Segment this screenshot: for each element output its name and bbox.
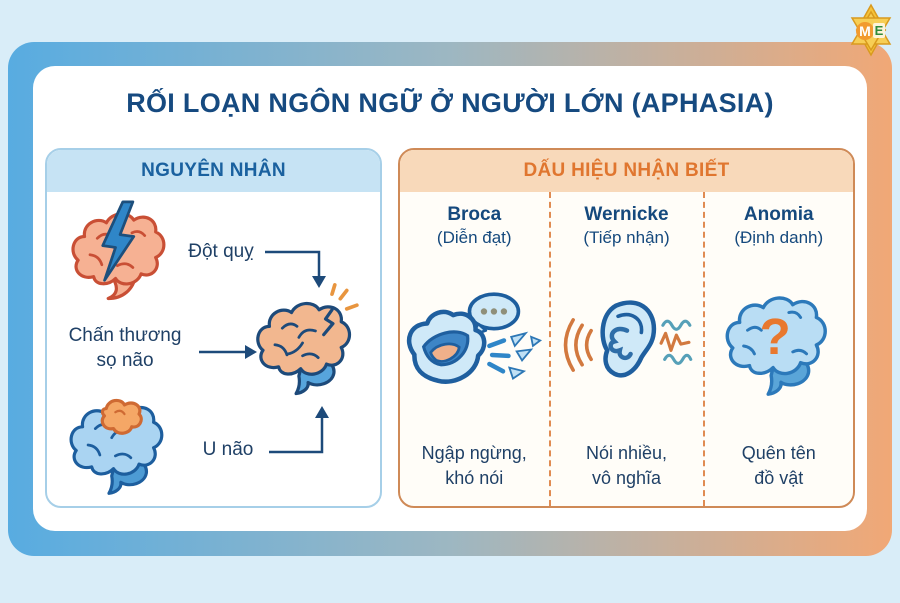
- sign-description: Quên tên đồ vật: [741, 443, 816, 488]
- cause-arrows: [199, 250, 329, 454]
- sign-column-broca: Broca (Diễn đạt): [400, 192, 549, 506]
- damaged-brain-icon: [256, 283, 359, 396]
- sign-name: Anomia: [743, 204, 814, 225]
- tongue: [429, 342, 461, 363]
- lightning-bolt-icon: [101, 200, 136, 282]
- sound-waves-left: [563, 317, 593, 372]
- arrow-stroke-to-brain: [265, 250, 321, 276]
- brain-tumor-icon: [69, 398, 164, 495]
- logo-circle: [856, 22, 874, 40]
- tumor-blob: [100, 398, 143, 435]
- sign-icon-wrap: [406, 248, 543, 441]
- causes-panel: NGUYÊN NHÂN Đột quỵ: [45, 148, 382, 508]
- crack-mark: [322, 308, 335, 337]
- open-mouth: [407, 309, 487, 384]
- sign-name: Wernicke: [584, 204, 669, 225]
- logo-letter-m: M: [859, 23, 871, 39]
- brand-star-logo: M E: [850, 3, 892, 57]
- brain-lightning-icon: [71, 200, 166, 301]
- question-mark: ?: [759, 308, 790, 365]
- cause-label-tumor: U não: [202, 439, 254, 460]
- brain-question-icon: ?: [725, 296, 827, 396]
- content-card: RỐI LOẠN NGÔN NGỮ Ở NGƯỜI LỚN (APHASIA) …: [33, 66, 867, 531]
- sign-subtitle: (Định danh): [734, 228, 824, 247]
- sign-name: Broca: [447, 204, 502, 225]
- arrow-tumor-to-brain: [269, 418, 324, 454]
- sign-icon-wrap: ?: [720, 248, 838, 441]
- sign-description: Nói nhiều, vô nghĩa: [585, 443, 668, 488]
- sign-icon-wrap: [557, 248, 697, 441]
- causes-panel-header: NGUYÊN NHÂN: [47, 150, 380, 192]
- impact-sparks: [330, 283, 359, 311]
- cause-label-stroke: Đột quỵ: [188, 241, 254, 262]
- sign-description: Ngập ngừng, khó nói: [421, 443, 527, 488]
- sign-column-wernicke: Wernicke (Tiếp nhận): [548, 192, 703, 506]
- sign-column-anomia: Anomia (Định danh) ? Quên tên đồ vật: [702, 192, 854, 506]
- panels-row: NGUYÊN NHÂN Đột quỵ: [45, 148, 855, 508]
- mouth-speaking-icon: [407, 292, 543, 384]
- causes-panel-body: Đột quỵ Chấn thương sọ não: [47, 192, 380, 506]
- signs-panel-body: Broca (Diễn đạt): [400, 192, 853, 506]
- ear-listening-icon: [563, 300, 692, 378]
- sign-subtitle: (Tiếp nhận): [583, 228, 670, 247]
- ear-shape: [599, 300, 656, 378]
- page-title: RỐI LOẠN NGÔN NGỮ Ở NGƯỜI LỚN (APHASIA): [126, 88, 774, 118]
- signs-panel-header: DẤU HIỆU NHẬN BIẾT: [400, 150, 853, 192]
- signs-panel: DẤU HIỆU NHẬN BIẾT Broca (Diễn đạt): [398, 148, 855, 508]
- cause-label-trauma: Chấn thương sọ não: [68, 325, 182, 371]
- logo-letter-e: E: [875, 23, 884, 38]
- sign-subtitle: (Diễn đạt): [436, 228, 512, 247]
